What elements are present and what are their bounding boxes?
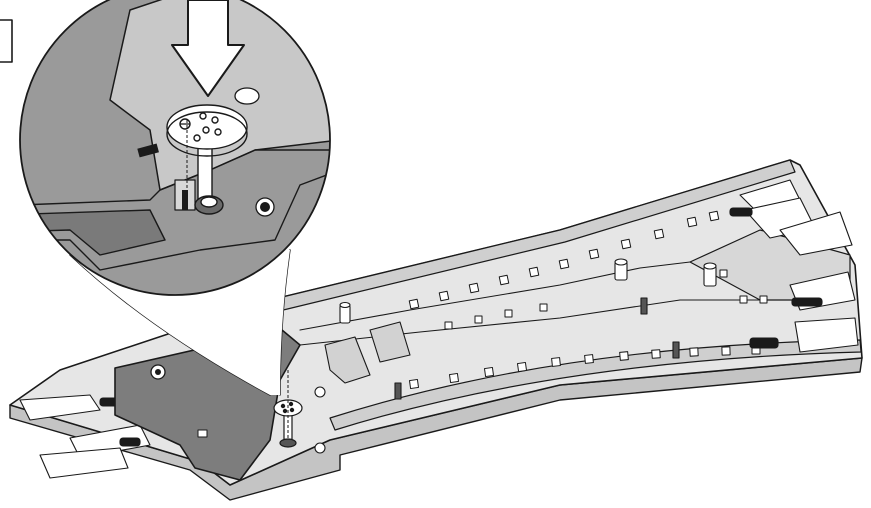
mounting-hole [314,386,326,398]
rail-connectors-right [729,179,859,353]
magnifier-lens-outline [19,0,331,296]
magnified-view [20,0,330,295]
turnout-track [9,159,863,501]
sleeper-row-middle [444,269,768,330]
frame-corner-fragment [0,19,13,63]
rail-connectors-left [19,394,151,479]
track-posts [339,258,717,400]
recess-right [369,321,411,363]
down-arrow-icon [171,0,245,97]
recess-left [324,336,371,384]
sleeper-row-upper [408,210,720,310]
sleeper-row-lower [408,345,761,390]
magnifier-callout [19,0,331,396]
